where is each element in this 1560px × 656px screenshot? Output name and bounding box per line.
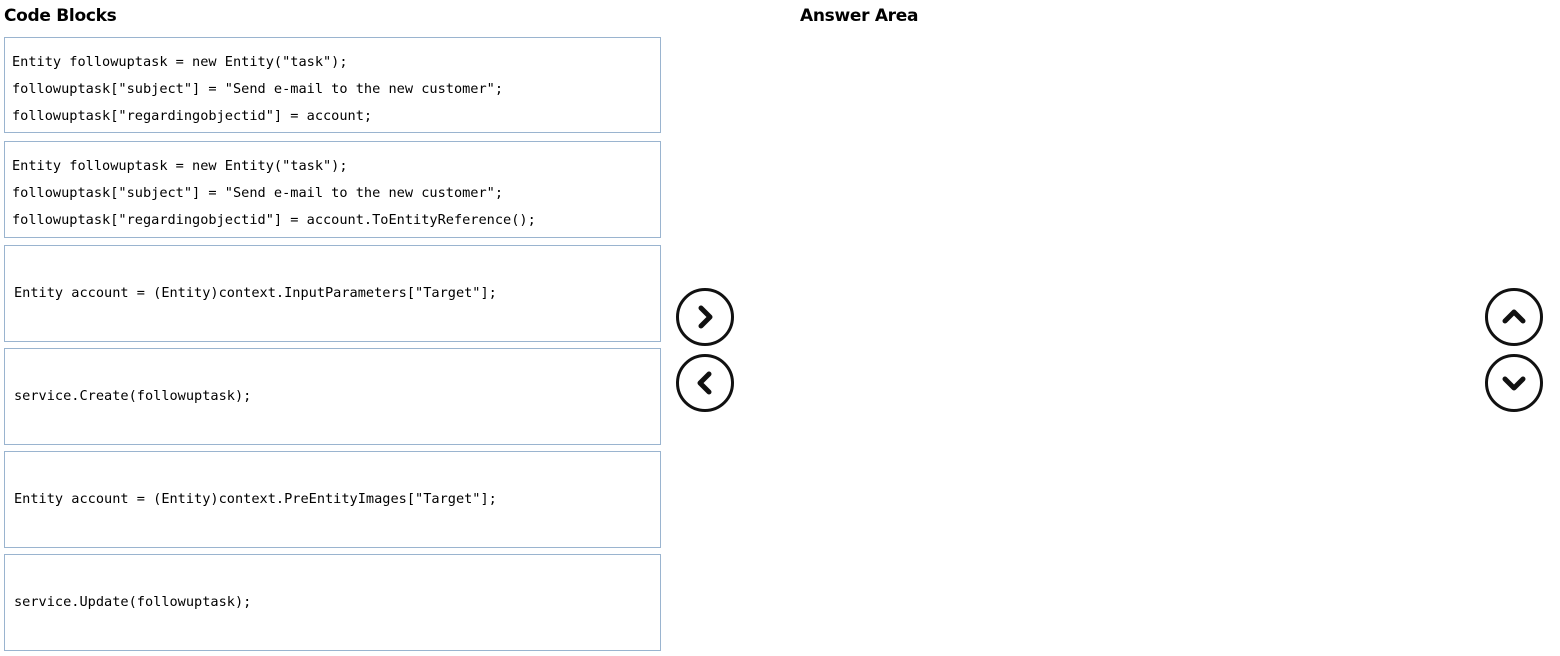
code-line: followuptask["regardingobjectid"] = acco… (12, 108, 373, 124)
code-block-2[interactable]: Entity followuptask = new Entity("task")… (4, 141, 661, 238)
move-left-button[interactable] (676, 354, 734, 412)
code-line: service.Update(followuptask); (14, 594, 252, 610)
code-block-5[interactable]: Entity account = (Entity)context.PreEnti… (4, 451, 661, 548)
code-line: Entity account = (Entity)context.PreEnti… (14, 491, 497, 507)
code-line: Entity followuptask = new Entity("task")… (12, 158, 348, 174)
chevron-left-icon (697, 371, 712, 395)
chevron-down-icon (1502, 376, 1526, 391)
code-line: followuptask["subject"] = "Send e-mail t… (12, 185, 504, 201)
move-right-button[interactable] (676, 288, 734, 346)
code-block-4[interactable]: service.Create(followuptask); (4, 348, 661, 445)
code-line: service.Create(followuptask); (14, 388, 252, 404)
move-up-button[interactable] (1485, 288, 1543, 346)
answer-area-dropzone[interactable] (790, 36, 1470, 652)
move-down-button[interactable] (1485, 354, 1543, 412)
code-block-6[interactable]: service.Update(followuptask); (4, 554, 661, 651)
code-block-1[interactable]: Entity followuptask = new Entity("task")… (4, 37, 661, 133)
code-block-3[interactable]: Entity account = (Entity)context.InputPa… (4, 245, 661, 342)
code-blocks-heading: Code Blocks (4, 6, 117, 26)
chevron-right-icon (698, 305, 713, 329)
code-line: Entity followuptask = new Entity("task")… (12, 54, 348, 70)
answer-area-heading: Answer Area (800, 6, 919, 26)
code-line: followuptask["subject"] = "Send e-mail t… (12, 81, 504, 97)
chevron-up-icon (1502, 309, 1526, 324)
code-line: Entity account = (Entity)context.InputPa… (14, 285, 497, 301)
code-line: followuptask["regardingobjectid"] = acco… (12, 212, 536, 228)
